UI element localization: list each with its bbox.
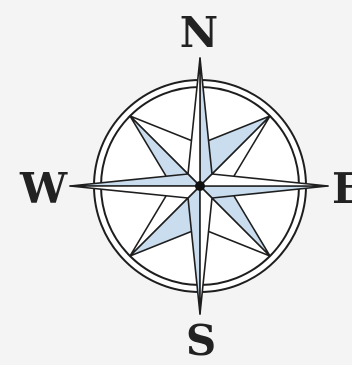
center-dot [195,181,205,191]
south-label: S [181,320,221,362]
north-label: N [179,12,219,54]
compass-rose: N W E S [0,0,352,332]
west-label: W [20,168,60,210]
east-label: E [328,168,352,210]
